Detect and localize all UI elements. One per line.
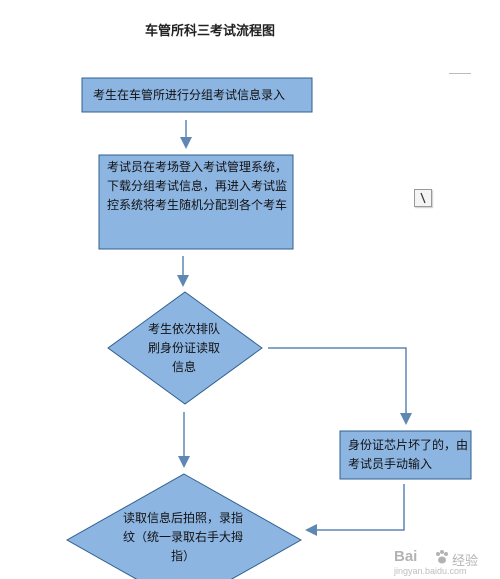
decision2-diamond	[65, 473, 303, 579]
decision1-diamond	[107, 291, 263, 405]
corner-line-icon	[449, 73, 471, 74]
step1-label: 考生在车管所进行分组考试信息录入	[93, 88, 286, 102]
decision1-label: 考生依次排队刷身份证读取信息	[148, 322, 221, 374]
step2-box	[98, 154, 294, 250]
page-title: 车管所科三考试流程图	[144, 24, 275, 39]
watermark-brand: Bai	[394, 548, 418, 565]
manual-box	[339, 430, 472, 480]
watermark: Bai 经验 jingyan.baidu.com	[376, 544, 500, 579]
manual-label: 身份证芯片坏了的，由考试员手动输入	[348, 438, 469, 471]
step1-box	[81, 77, 313, 113]
cursor-icon	[414, 189, 432, 207]
decision2-label: 读取信息后拍照，录指纹（统一录取右手大拇指）	[123, 511, 244, 563]
arrow-manual-decision2	[305, 484, 405, 536]
arrow-decision1-manual	[268, 347, 412, 425]
step2-label: 考试员在考场登入考试管理系统，下载分组考试信息，再进入考试监控系统将考生随机分配…	[107, 160, 288, 212]
watermark-url: jingyan.baidu.com	[394, 566, 467, 576]
paw-icon	[436, 550, 448, 564]
watermark-text: 经验	[452, 554, 479, 569]
